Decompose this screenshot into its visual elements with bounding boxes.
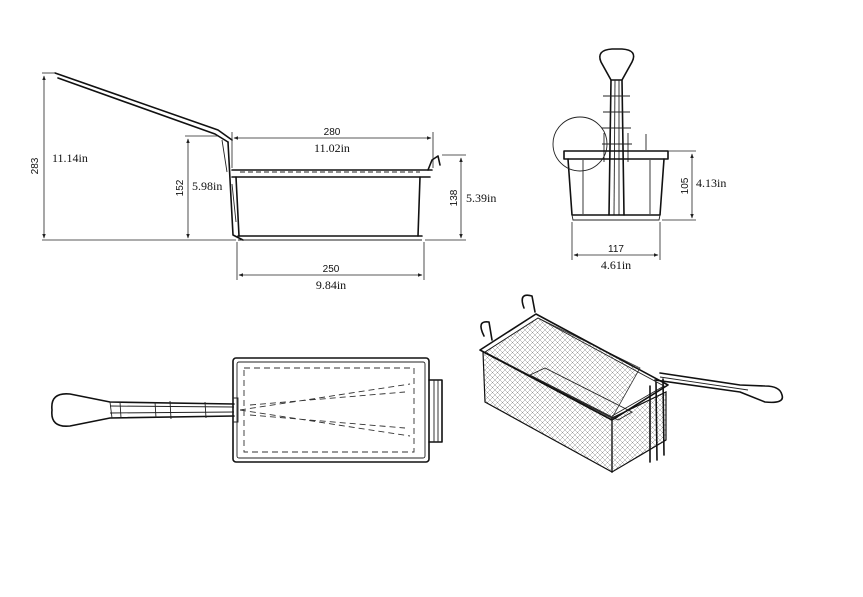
dimension-basket-height: 138 5.39in — [425, 154, 496, 241]
dim-11.02in-label: 11.02in — [314, 141, 350, 155]
dimension-top-length: 280 11.02in — [231, 127, 434, 168]
dimension-front-height: 105 4.13in — [662, 150, 726, 221]
dim-4.61in-label: 4.61in — [601, 258, 631, 272]
side-basket — [231, 155, 441, 241]
dim-9.84in-label: 9.84in — [316, 278, 346, 292]
dim-5.98in-label: 5.98in — [192, 179, 222, 193]
front-basket — [552, 116, 669, 221]
dim-105-label: 105 — [680, 177, 691, 194]
dim-117-label: 117 — [608, 244, 624, 255]
side-handle — [54, 72, 244, 241]
isometric-view — [479, 294, 784, 474]
dimension-bottom-length: 250 9.84in — [236, 242, 425, 292]
dim-283-label: 283 — [30, 157, 41, 174]
dim-152-label: 152 — [175, 179, 186, 196]
dimension-front-width: 117 4.61in — [571, 222, 661, 272]
dim-280-label: 280 — [324, 127, 341, 138]
dim-11.14in-label: 11.14in — [52, 151, 88, 165]
dim-138-label: 138 — [449, 189, 460, 206]
iso-handle — [649, 372, 784, 463]
iso-mesh-basket — [479, 294, 669, 474]
top-view — [51, 357, 443, 463]
dim-4.13in-label: 4.13in — [696, 176, 726, 190]
dim-250-label: 250 — [323, 264, 340, 275]
top-basket — [232, 357, 443, 463]
front-handle — [599, 48, 647, 216]
top-handle — [51, 393, 235, 427]
dimension-hook-height: 152 5.98in — [175, 135, 222, 239]
side-view: 283 11.14in 280 11.02in 152 5.98in 138 5… — [30, 72, 496, 292]
dim-5.39in-label: 5.39in — [466, 191, 496, 205]
dimension-handle-height: 283 11.14in — [30, 72, 236, 241]
front-view: 105 4.13in 117 4.61in — [552, 48, 726, 272]
